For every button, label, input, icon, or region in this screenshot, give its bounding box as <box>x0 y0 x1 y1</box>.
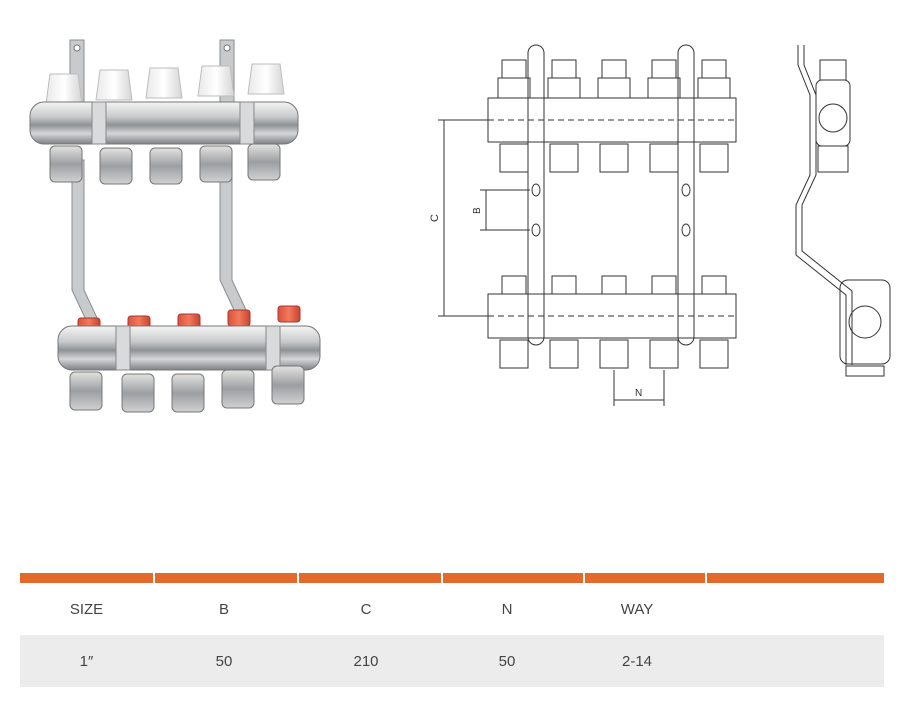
cell-c: 210 <box>353 652 379 670</box>
header-b: B <box>218 600 229 618</box>
header-c: C <box>360 600 372 618</box>
cell-b: 50 <box>215 652 233 670</box>
front-view-drawing: C B N <box>430 44 737 406</box>
cell-n: 50 <box>498 652 516 670</box>
dimension-label-n: N <box>635 388 642 399</box>
table-header-row: SIZE B C N WAY <box>20 583 884 635</box>
dimension-label-c: C <box>430 214 441 222</box>
table-row: 1″ 50 210 50 2-14 <box>20 635 884 687</box>
dimension-label-b: B <box>472 207 483 214</box>
manifold-photo <box>29 39 321 413</box>
side-view-drawing <box>795 45 891 377</box>
cell-size: 1″ <box>79 652 94 670</box>
spec-table: SIZE B C N WAY 1″ 50 210 50 2-14 <box>20 573 884 687</box>
header-n: N <box>501 600 513 618</box>
header-size: SIZE <box>69 600 104 618</box>
cell-way: 2-14 <box>621 652 653 670</box>
table-accent-bar <box>20 573 884 583</box>
header-way: WAY <box>620 600 654 618</box>
